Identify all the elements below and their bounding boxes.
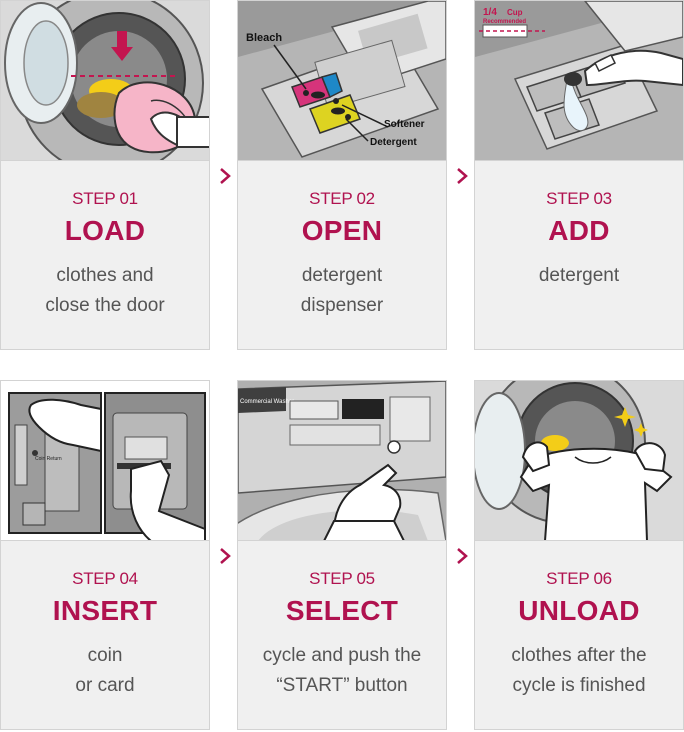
- step-title: INSERT: [52, 595, 158, 626]
- step-title: OPEN: [301, 215, 383, 246]
- coin-return-label: Coin Return: [35, 456, 62, 462]
- cup-recommended-label: Recommended: [483, 19, 526, 25]
- step-card-03: 1/4 Cup Recommended STEP 03 ADD detergen…: [474, 0, 684, 350]
- chevron-right-icon: [218, 546, 232, 566]
- cup-amount-label: 1/4: [483, 7, 497, 18]
- step-number: STEP 01: [72, 189, 138, 208]
- step-title: UNLOAD: [518, 595, 640, 626]
- step-card-02: Bleach Softener Detergent STEP 02 OPEN d…: [237, 0, 447, 350]
- chevron-right-icon: [218, 166, 232, 186]
- step-card-06: STEP 06 UNLOAD clothes after the cycle i…: [474, 380, 684, 730]
- bleach-label: Bleach: [246, 32, 282, 44]
- step-description: clothes after the cycle is finished: [511, 645, 647, 696]
- control-panel-illustration: Commercial Washer: [238, 381, 446, 541]
- step-description: coin or card: [75, 645, 135, 696]
- pour-detergent-illustration: 1/4 Cup Recommended: [475, 1, 683, 161]
- step-description: cycle and push the “START” button: [262, 645, 422, 696]
- unload-illustration: [475, 381, 683, 541]
- load-illustration: [1, 1, 209, 161]
- step-title: SELECT: [285, 595, 399, 626]
- step-title: ADD: [548, 215, 610, 246]
- step-card-05: Commercial Washer STEP 05 SELECT cycle a…: [237, 380, 447, 730]
- insert-coin-illustration: Coin Return: [1, 381, 209, 541]
- step-number: STEP 05: [309, 569, 375, 588]
- step-description: detergent dispenser: [300, 265, 384, 316]
- step-number: STEP 04: [72, 569, 138, 588]
- step-description: clothes and close the door: [45, 265, 165, 316]
- step-number: STEP 06: [546, 569, 612, 588]
- step-number: STEP 02: [309, 189, 375, 208]
- cup-unit-label: Cup: [507, 8, 523, 17]
- machine-name-label: Commercial Washer: [240, 399, 294, 405]
- detergent-label: Detergent: [370, 137, 417, 148]
- step-number: STEP 03: [546, 189, 612, 208]
- step-card-01: STEP 01 LOAD clothes and close the door: [0, 0, 210, 350]
- softener-label: Softener: [384, 119, 425, 130]
- step-card-04: Coin Return STEP 04 INSERT coin or card: [0, 380, 210, 730]
- step-title: LOAD: [64, 215, 146, 246]
- dispenser-illustration: Bleach Softener Detergent: [238, 1, 446, 161]
- step-description: detergent: [538, 265, 620, 286]
- chevron-right-icon: [455, 546, 469, 566]
- chevron-right-icon: [455, 166, 469, 186]
